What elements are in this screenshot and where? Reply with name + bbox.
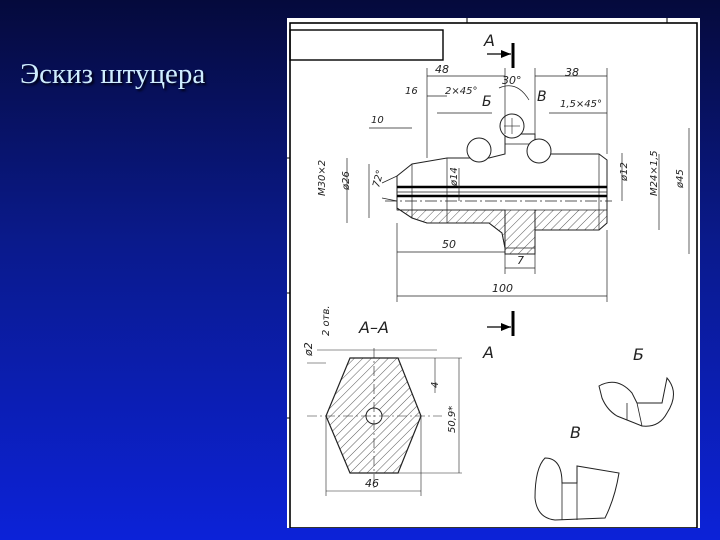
section-arrow-bottom-label: А [482, 343, 494, 362]
technical-drawing: А 48 38 16 2×45° 30° Б [287, 18, 700, 528]
dim-10: 10 [371, 115, 384, 126]
dim-50: 50 [442, 238, 456, 251]
dim-chamfer-2x45: 2×45° [445, 86, 477, 97]
detail-circles [466, 113, 552, 164]
main-view-section [396, 185, 608, 255]
dim-4: 4 [430, 382, 441, 388]
section-arrow-bottom: А [482, 311, 515, 362]
dim-16: 16 [405, 86, 418, 97]
dim-angle-72: 72° [371, 169, 386, 189]
dim-dia-12: ø12 [619, 162, 630, 182]
main-view [385, 133, 612, 255]
dim-thread-m24: M24×1,5 [649, 150, 660, 196]
detail-v-label: В [537, 89, 547, 105]
dim-50-9: 50,9* [447, 406, 458, 433]
sheet-frame [287, 18, 698, 528]
dim-46: 46 [365, 477, 379, 490]
dimension-lines [346, 68, 690, 302]
dim-7: 7 [517, 254, 524, 267]
detail-b-label: Б [482, 94, 492, 110]
dim-38: 38 [565, 66, 579, 79]
dim-chamfer-1-5x45: 1,5×45° [560, 99, 602, 110]
dim-2-holes: 2 отв. [321, 305, 332, 336]
detail-b-view-label: Б [633, 345, 644, 364]
dim-48: 48 [435, 63, 449, 76]
section-view-hexagon: А–А ø2 2 отв. 4 50,9* 46 [302, 305, 462, 496]
section-title: А–А [358, 318, 389, 337]
dim-dia-14: ø14 [449, 167, 460, 187]
slide-title: Эскиз штуцера [20, 58, 206, 90]
detail-view-b: Б [598, 345, 674, 427]
dim-angle-30: 30° [502, 74, 522, 87]
dim-100: 100 [492, 282, 513, 295]
section-arrow-top: А [483, 31, 515, 68]
detail-v-view-label: В [570, 423, 581, 442]
dim-dia-45: ø45 [675, 169, 686, 189]
dim-thread-m30: M30×2 [317, 160, 328, 196]
section-arrow-top-label: А [483, 31, 495, 50]
dim-dia-2: ø2 [302, 342, 315, 357]
detail-view-v: В [534, 423, 620, 521]
dimension-labels: 48 38 16 2×45° 30° Б В 1,5×45° 10 M30×2 … [317, 63, 686, 295]
dim-dia-26: ø26 [341, 171, 352, 191]
